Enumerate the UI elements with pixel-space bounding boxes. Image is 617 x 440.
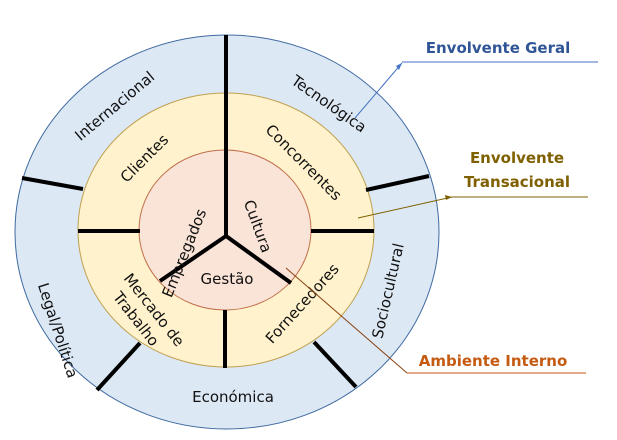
divider-inner-right [224, 234, 293, 285]
annotation-envolvente-geral: Envolvente Geral [354, 39, 598, 119]
divider-outer-left [21, 176, 84, 191]
annotation-ambiente-interno: Ambiente Interno [285, 267, 586, 374]
divider-outer-bottom-right [312, 340, 358, 389]
annotation-transacional-line2: Transacional [464, 173, 570, 191]
label-gestao: Gestão [201, 270, 254, 288]
divider-outer-right [365, 174, 430, 192]
divider-outer-bottom-left [95, 341, 142, 392]
annotation-envolvente-transacional: Envolvente Transacional [357, 149, 588, 219]
annotation-interno-text: Ambiente Interno [419, 352, 568, 370]
annotation-transacional-line1: Envolvente [470, 149, 564, 167]
annotation-geral-text: Envolvente Geral [426, 39, 571, 57]
label-economica: Económica [192, 388, 274, 406]
divider-inner-left [158, 234, 228, 283]
divider-lines [21, 35, 430, 392]
